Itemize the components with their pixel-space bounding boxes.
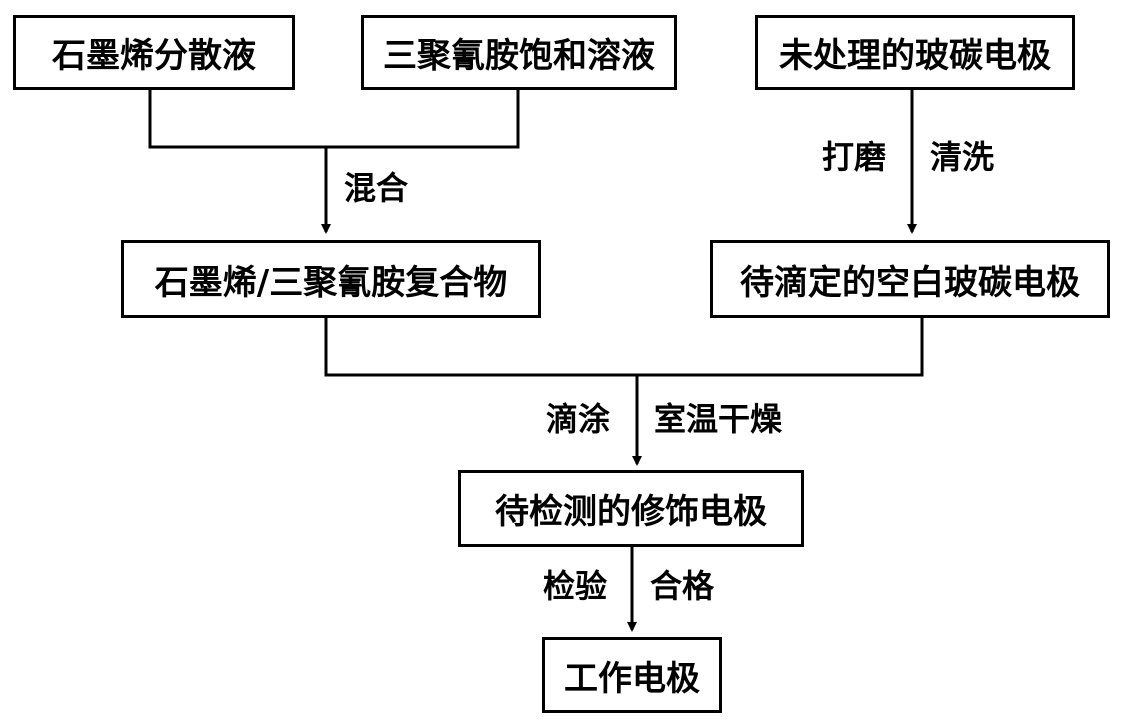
node-working-electrode-label: 工作电极 [564, 651, 700, 700]
edge-label-mix: 混合 [344, 172, 408, 204]
edge-label-qualified: 合格 [650, 570, 714, 602]
edge-label-polish: 打磨 [822, 141, 886, 173]
node-modified-electrode: 待检测的修饰电极 [458, 470, 804, 547]
node-graphene-dispersion: 石墨烯分散液 [13, 15, 295, 90]
node-blank-gce: 待滴定的空白玻碳电极 [710, 240, 1110, 318]
node-composite-label: 石墨烯/三聚氰胺复合物 [155, 255, 507, 304]
edge-label-dry: 室温干燥 [654, 403, 782, 435]
edge-label-drop-coat: 滴涂 [546, 403, 610, 435]
node-working-electrode: 工作电极 [542, 637, 722, 713]
node-graphene-dispersion-label: 石墨烯分散液 [52, 28, 256, 77]
node-untreated-gce-label: 未处理的玻碳电极 [779, 28, 1051, 77]
node-untreated-gce: 未处理的玻碳电极 [755, 15, 1075, 90]
node-melamine-solution-label: 三聚氰胺饱和溶液 [383, 28, 655, 77]
node-blank-gce-label: 待滴定的空白玻碳电极 [740, 255, 1080, 304]
merge-line-top-left [150, 90, 518, 147]
edge-label-wash: 清洗 [930, 141, 994, 173]
edge-label-inspect: 检验 [543, 570, 607, 602]
node-composite: 石墨烯/三聚氰胺复合物 [121, 240, 541, 318]
node-melamine-solution: 三聚氰胺饱和溶液 [361, 15, 677, 90]
merge-line-middle [326, 318, 922, 375]
node-modified-electrode-label: 待检测的修饰电极 [495, 484, 767, 533]
